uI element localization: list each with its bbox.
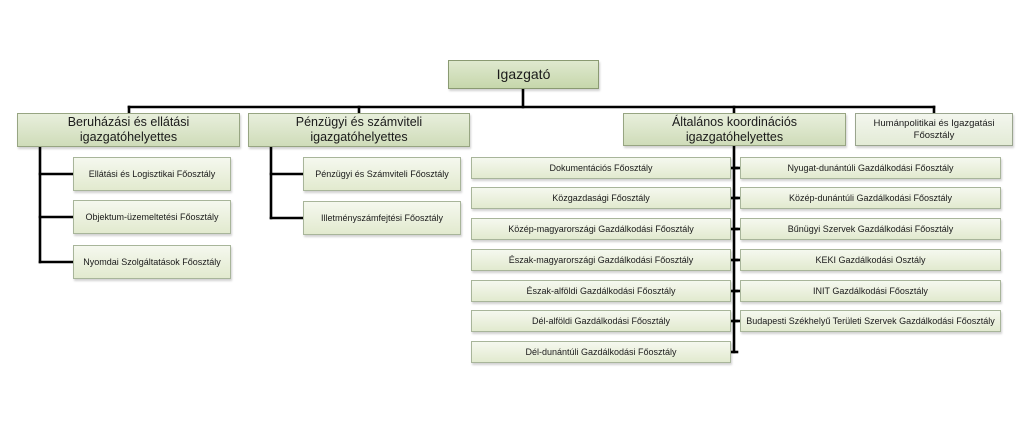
deputy-finance-box: Pénzügyi és számviteli igazgatóhelyettes bbox=[248, 113, 470, 147]
deputy-general-box: Általános koordinációs igazgatóhelyettes bbox=[623, 113, 846, 146]
dept-label: Objektum-üzemeltetési Főosztály bbox=[85, 211, 219, 222]
dept-box: Dokumentációs Főosztály bbox=[471, 157, 731, 179]
dept-label: KEKI Gazdálkodási Osztály bbox=[815, 254, 926, 265]
dept-box: Nyomdai Szolgáltatások Főosztály bbox=[73, 245, 231, 279]
dept-box: Közép-dunántúli Gazdálkodási Főosztály bbox=[740, 187, 1001, 209]
dept-label: Bűnügyi Szervek Gazdálkodási Főosztály bbox=[787, 223, 954, 234]
dept-label: Nyugat-dunántúli Gazdálkodási Főosztály bbox=[787, 162, 954, 173]
dept-label: Közgazdasági Főosztály bbox=[552, 192, 650, 203]
dept-box: Budapesti Székhelyű Területi Szervek Gaz… bbox=[740, 310, 1001, 332]
dept-label: INIT Gazdálkodási Főosztály bbox=[813, 285, 928, 296]
dept-box: Észak-magyarországi Gazdálkodási Főosztá… bbox=[471, 249, 731, 271]
hr-department-label: Humánpolitikai és Igazgatási Főosztály bbox=[873, 118, 995, 141]
dept-label: Észak-magyarországi Gazdálkodási Főosztá… bbox=[508, 254, 694, 265]
dept-label: Közép-magyarországi Gazdálkodási Főosztá… bbox=[508, 223, 694, 234]
dept-label: Közép-dunántúli Gazdálkodási Főosztály bbox=[788, 192, 953, 203]
dept-label: Budapesti Székhelyű Területi Szervek Gaz… bbox=[746, 315, 995, 326]
dept-label: Pénzügyi és Számviteli Főosztály bbox=[315, 168, 449, 179]
dept-box: Közép-magyarországi Gazdálkodási Főosztá… bbox=[471, 218, 731, 240]
dept-box: Illetményszámfejtési Főosztály bbox=[303, 201, 461, 235]
dept-label: Dokumentációs Főosztály bbox=[549, 162, 653, 173]
dept-box: Dél-dunántúli Gazdálkodási Főosztály bbox=[471, 341, 731, 363]
deputy-general-label: Általános koordinációs igazgatóhelyettes bbox=[671, 114, 798, 144]
deputy-investment-box: Beruházási és ellátási igazgatóhelyettes bbox=[17, 113, 240, 147]
director-box: Igazgató bbox=[448, 60, 599, 89]
dept-box: Bűnügyi Szervek Gazdálkodási Főosztály bbox=[740, 218, 1001, 240]
dept-box: Közgazdasági Főosztály bbox=[471, 187, 731, 209]
dept-box: Pénzügyi és Számviteli Főosztály bbox=[303, 157, 461, 191]
hr-department-box: Humánpolitikai és Igazgatási Főosztály bbox=[855, 113, 1013, 146]
dept-box: INIT Gazdálkodási Főosztály bbox=[740, 280, 1001, 302]
dept-label: Észak-alföldi Gazdálkodási Főosztály bbox=[526, 285, 676, 296]
dept-box: Ellátási és Logisztikai Főosztály bbox=[73, 157, 231, 191]
dept-label: Illetményszámfejtési Főosztály bbox=[320, 212, 444, 223]
dept-label: Nyomdai Szolgáltatások Főosztály bbox=[83, 256, 221, 267]
director-label: Igazgató bbox=[496, 66, 551, 83]
deputy-finance-label: Pénzügyi és számviteli igazgatóhelyettes bbox=[295, 115, 423, 144]
dept-label: Ellátási és Logisztikai Főosztály bbox=[88, 168, 216, 179]
dept-box: Objektum-üzemeltetési Főosztály bbox=[73, 200, 231, 234]
dept-box: Nyugat-dunántúli Gazdálkodási Főosztály bbox=[740, 157, 1001, 179]
dept-box: KEKI Gazdálkodási Osztály bbox=[740, 249, 1001, 271]
dept-label: Dél-alföldi Gazdálkodási Főosztály bbox=[531, 315, 671, 326]
dept-box: Dél-alföldi Gazdálkodási Főosztály bbox=[471, 310, 731, 332]
dept-label: Dél-dunántúli Gazdálkodási Főosztály bbox=[525, 346, 677, 357]
deputy-investment-label: Beruházási és ellátási igazgatóhelyettes bbox=[67, 115, 190, 144]
dept-box: Észak-alföldi Gazdálkodási Főosztály bbox=[471, 280, 731, 302]
